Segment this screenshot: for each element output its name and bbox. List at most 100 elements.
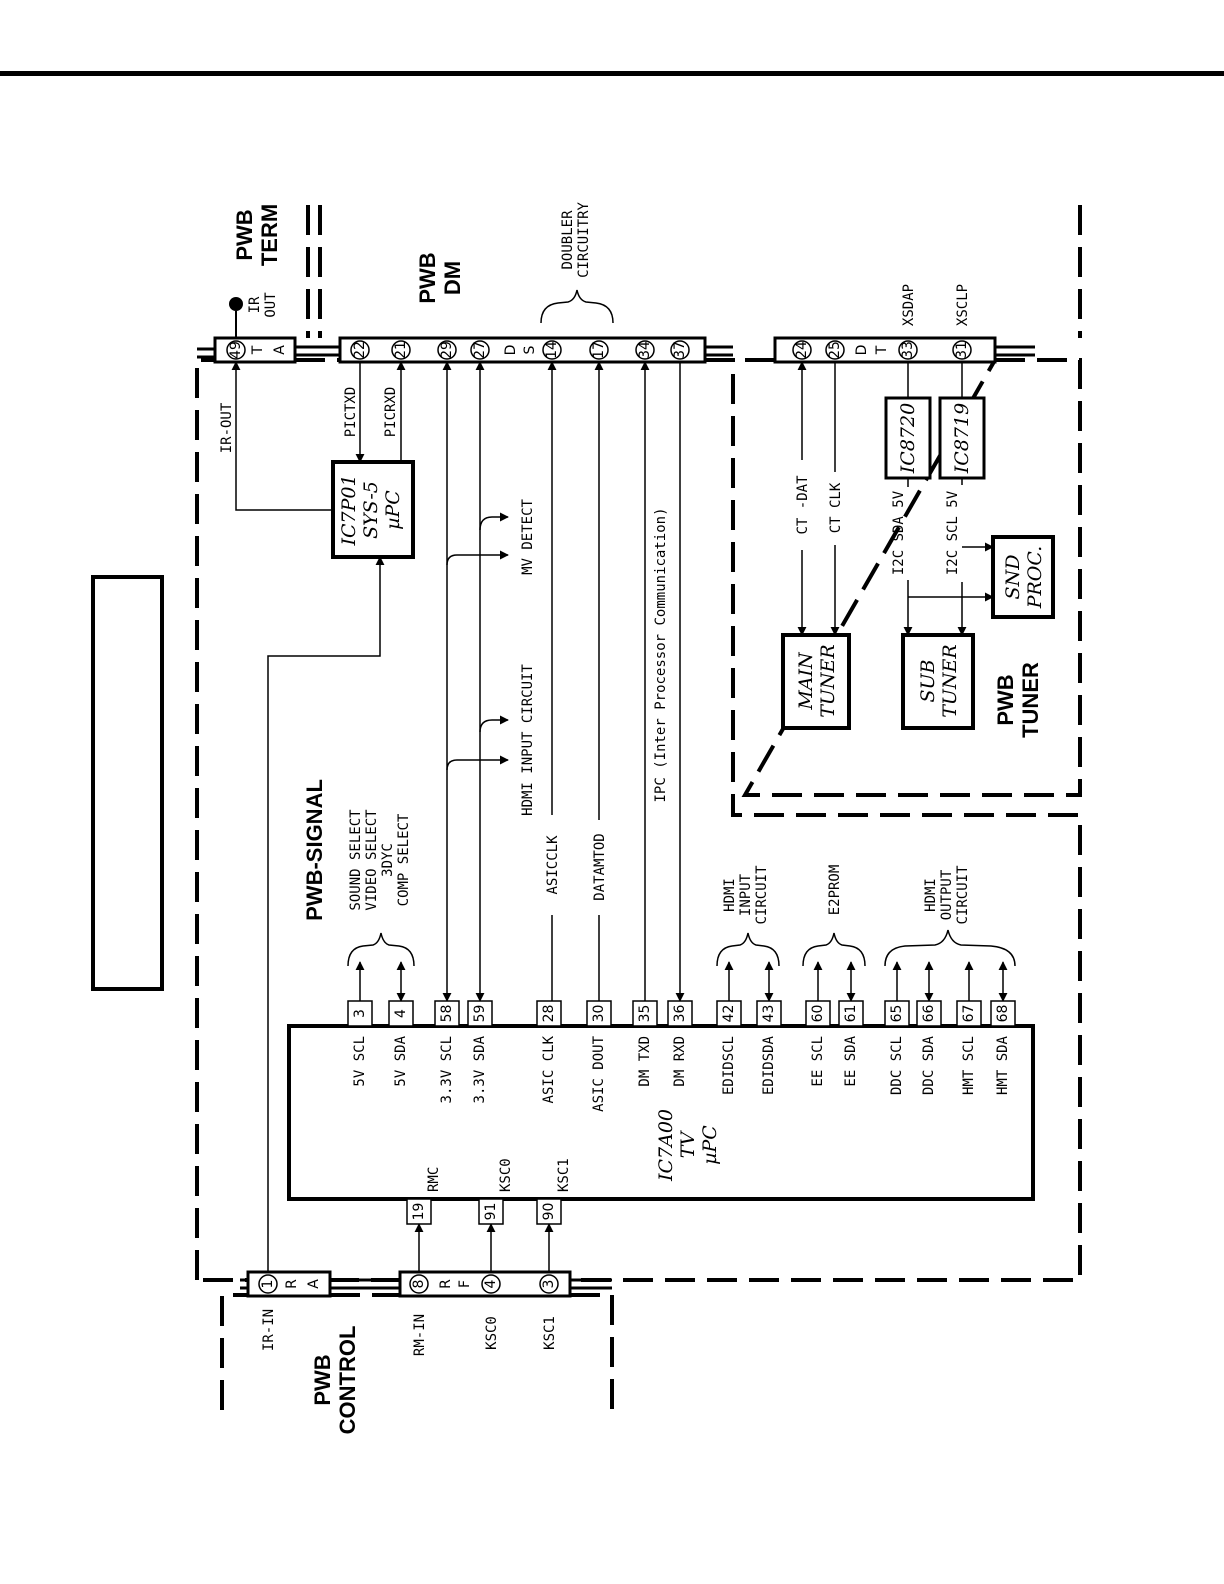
label-e2prom: E2PROM	[827, 865, 843, 916]
ic7a00-pin-number: 35	[637, 1005, 653, 1023]
chip-sub-tuner: SUBTUNER	[901, 633, 975, 730]
connector-ds-pin-29-number: 29	[439, 341, 455, 359]
chip-ic8719: IC8719	[938, 396, 986, 480]
ic7a00-pin-name: HMT SCL	[961, 1036, 977, 1095]
wire-hdmi-input-sda	[479, 715, 509, 733]
svg-text:IC8719: IC8719	[951, 403, 973, 474]
wire-ir-out	[231, 361, 333, 511]
brace-select	[347, 932, 415, 967]
ic7a00-pin-name: 5V SCL	[352, 1036, 368, 1087]
ic7a00-pin-4: 45V SDA	[388, 1000, 414, 1087]
ic7a00-pin-name: EE SCL	[810, 1036, 826, 1087]
connector-ds-pin-37: 37	[670, 340, 690, 360]
chip-ic7a00: IC7A00TVµPC	[287, 1024, 1035, 1201]
connector-ds-pin-22-number: 22	[352, 341, 368, 359]
ic7a00-pin-name: EDIDSDA	[761, 1035, 777, 1095]
label-xsclp: XSCLP	[955, 284, 971, 326]
label-box	[91, 575, 164, 991]
connector-rf-pin-8-number: 8	[411, 1280, 427, 1289]
ic7a00-pin-number: 90	[541, 1203, 557, 1221]
connector-dt-pin-31: 31	[952, 340, 972, 360]
connector-ds-pin-21-number: 21	[393, 341, 409, 359]
connector-dt-letter-t: T	[874, 345, 890, 355]
connector-ra-pin-1: 1	[258, 1274, 278, 1294]
label-select-group: SOUND SELECTVIDEO SELECT3DYCCOMP SELECT	[348, 809, 412, 911]
label-rm-in: RM-IN	[412, 1314, 428, 1356]
brace-hdmi-output	[884, 929, 1016, 967]
ic7a00-pin-name: 5V SDA	[393, 1035, 409, 1086]
label-asicclk: ASICCLK	[545, 835, 561, 895]
ir-out-terminal	[229, 297, 243, 311]
connector-ra-letter-a: A	[306, 1279, 322, 1289]
connector-ds-pin-27: 27	[470, 340, 490, 360]
svg-text:SNDPROC.: SNDPROC.	[1002, 546, 1046, 610]
connector-ra-letter-r: R	[284, 1279, 300, 1289]
ic7a00-pin-number: 36	[672, 1005, 688, 1023]
connector-dt-pin-25-number: 25	[827, 341, 843, 359]
chip-ic8720: IC8720	[884, 396, 932, 480]
connector-rf-letter-r: R	[438, 1279, 454, 1289]
svg-text:MAINTUNER: MAINTUNER	[795, 644, 839, 718]
label-hdmi-input-circuit: HDMI INPUT CIRCUIT	[520, 664, 536, 816]
board-title-signal: PWB-SIGNAL	[302, 779, 327, 921]
svg-text:A: A	[272, 345, 288, 355]
wire-hdmi-input-scl	[446, 755, 509, 771]
ic7a00-pin-name: KSC0	[498, 1158, 514, 1192]
ic7a00-pin-number: 91	[483, 1203, 499, 1221]
connector-dt-pin-33-number: 33	[900, 341, 916, 359]
connector-ds-pin-17-number: 17	[591, 341, 607, 359]
ic7a00-pin-name: DM RXD	[672, 1036, 688, 1087]
board-title-tuner: PWBTUNER	[993, 662, 1043, 738]
ic7a00-pin-name: DDC SCL	[889, 1036, 905, 1095]
connector-ds-pin-22: 22	[350, 340, 370, 360]
connector-dt-pin-24: 24	[792, 340, 812, 360]
ic7a00-pin-59: 59 3.3V SDA	[467, 1000, 493, 1103]
control-board-outline	[220, 1293, 614, 1410]
label-doubler: DOUBLERCIRCUITRY	[560, 202, 592, 278]
chip-snd-proc: SNDPROC.	[991, 535, 1055, 619]
connector-rf-pin-3-number: 3	[541, 1280, 557, 1289]
connector-ds-pin-14-number: 14	[544, 341, 560, 359]
label-pictxd: PICTXD	[343, 387, 359, 438]
ic7a00-pin-number: 59	[472, 1005, 488, 1023]
svg-text:T: T	[250, 345, 266, 355]
label-ct-dat: CT -DAT	[795, 475, 811, 535]
board-title-term: PWBTERM	[232, 204, 282, 266]
svg-text:IC7A00TVµPC: IC7A00TVµPC	[655, 1109, 721, 1182]
ic7a00-pin-name: DDC SDA	[921, 1035, 937, 1095]
connector-ta: 49 T A	[213, 336, 297, 364]
wire-mv-detect-scl	[446, 550, 509, 566]
ic7a00-pin-number: 28	[541, 1005, 557, 1023]
svg-text:IC8720: IC8720	[897, 403, 919, 474]
wire-mv-detect-sda	[479, 512, 509, 531]
label-hdmi-input-group: HDMIINPUTCIRCUIT	[722, 865, 770, 925]
connector-ds-pin-29: 29	[437, 340, 457, 360]
connector-rf-pin-8: 8	[409, 1274, 429, 1294]
connector-dt-pin-25: 25	[825, 340, 845, 360]
page-header-rule	[0, 71, 1224, 76]
svg-text:SUBTUNER: SUBTUNER	[917, 644, 961, 718]
ic7a00-pin-number: 43	[761, 1005, 777, 1023]
ic7a00-pin-name: 3.3V SDA	[472, 1035, 488, 1103]
ic7a00-pin-name: EE SDA	[843, 1035, 859, 1086]
label-i2c-sda: I2C SDA 5V	[891, 490, 907, 575]
ic7a00-pin-number: 3	[352, 1009, 368, 1018]
brace-e2prom	[802, 932, 866, 967]
connector-rf-pin-4: 4	[481, 1274, 501, 1294]
label-ir-in: IR-IN	[261, 1309, 277, 1351]
label-hdmi-output-group: HDMIOUTPUTCIRCUIT	[923, 865, 971, 925]
connector-ds-pin-37-number: 37	[672, 341, 688, 359]
board-title-control: PWBCONTROL	[310, 1326, 360, 1435]
label-ksc1: KSC1	[542, 1316, 558, 1350]
ic7a00-pin-number: 66	[921, 1005, 937, 1023]
